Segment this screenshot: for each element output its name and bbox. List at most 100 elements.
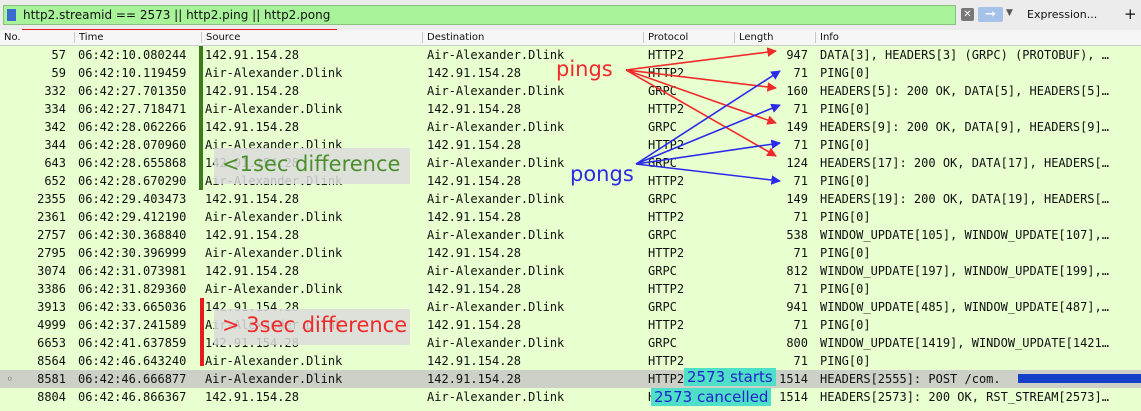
packet-proto-cell: HTTP2 xyxy=(648,318,685,332)
clear-filter-icon[interactable]: ✕ xyxy=(961,8,974,21)
packet-dst-cell: Air-Alexander.Dlink xyxy=(427,120,565,134)
packet-proto-cell: GRPC xyxy=(648,228,677,242)
packet-no-cell: 3386 xyxy=(37,282,66,296)
ping-arrow xyxy=(625,69,777,157)
packet-len-cell: 947 xyxy=(786,48,808,62)
packet-no-cell: 344 xyxy=(44,138,66,152)
packet-info-cell: HEADERS[2573]: 200 OK, RST_STREAM[2573]… xyxy=(820,390,1109,404)
column-header-no[interactable]: No. xyxy=(4,32,21,43)
packet-proto-cell: HTTP2 xyxy=(648,174,685,188)
red-marker-line xyxy=(200,298,204,366)
packet-proto-cell: HTTP2 xyxy=(648,48,685,62)
packet-info-cell: WINDOW_UPDATE[197], WINDOW_UPDATE[199],… xyxy=(820,264,1109,278)
packet-time-cell: 06:42:37.241589 xyxy=(78,318,187,332)
packet-len-cell: 538 xyxy=(786,228,808,242)
packet-src-cell: 142.91.154.28 xyxy=(205,192,299,206)
packet-info-cell: WINDOW_UPDATE[485], WINDOW_UPDATE[487],… xyxy=(820,300,1109,314)
column-header-protocol[interactable]: Protocol xyxy=(648,32,689,43)
packet-info-cell: DATA[3], HEADERS[3] (GRPC) (PROTOBUF), … xyxy=(820,48,1109,62)
packet-dst-cell: 142.91.154.28 xyxy=(427,282,521,296)
packet-time-cell: 06:42:46.866367 xyxy=(78,390,187,404)
ping-arrow xyxy=(625,47,777,71)
filter-history-chevron-down-icon[interactable]: ▼ xyxy=(1006,8,1013,18)
packet-no-cell: 643 xyxy=(44,156,66,170)
packet-proto-cell: GRPC xyxy=(648,120,677,134)
packet-dst-cell: 142.91.154.28 xyxy=(427,210,521,224)
pong-arrow xyxy=(635,103,781,165)
packet-proto-cell: HTTP2 xyxy=(648,210,685,224)
stream-starts-tag: 2573 starts xyxy=(684,368,776,386)
column-header-length[interactable]: Length xyxy=(739,32,774,43)
packet-no-cell: 3074 xyxy=(37,264,66,278)
packet-info-cell: PING[0] xyxy=(820,318,871,332)
pong-arrow xyxy=(635,163,781,185)
column-header-source[interactable]: Source xyxy=(206,32,241,43)
packet-len-cell: 800 xyxy=(786,336,808,350)
selected-row-marker-icon: ◦ xyxy=(6,372,14,386)
packet-time-cell: 06:42:28.070960 xyxy=(78,138,187,152)
packet-no-cell: 334 xyxy=(44,102,66,116)
packet-proto-cell: GRPC xyxy=(648,192,677,206)
packet-row[interactable]: 57 06:42:10.080244 142.91.154.28 Air-Alexan… xyxy=(0,46,1141,64)
packet-len-cell: 71 xyxy=(793,174,808,188)
packet-time-cell: 06:42:46.643240 xyxy=(78,354,187,368)
packet-proto-cell: GRPC xyxy=(648,300,677,314)
packet-dst-cell: 142.91.154.28 xyxy=(427,138,521,152)
packet-no-cell: 6653 xyxy=(37,336,66,350)
packet-time-cell: 06:42:29.403473 xyxy=(78,192,187,206)
packet-no-cell: 8581 xyxy=(37,372,66,386)
column-header-info[interactable]: Info xyxy=(820,32,839,43)
column-header-time[interactable]: Time xyxy=(79,32,104,43)
packet-dst-cell: Air-Alexander.Dlink xyxy=(427,192,565,206)
packet-time-cell: 06:42:10.119459 xyxy=(78,66,187,80)
packet-no-cell: 2355 xyxy=(37,192,66,206)
packet-no-cell: 57 xyxy=(51,48,66,62)
packet-dst-cell: Air-Alexander.Dlink xyxy=(427,84,565,98)
packet-dst-cell: 142.91.154.28 xyxy=(427,318,521,332)
packet-time-cell: 06:42:28.655868 xyxy=(78,156,187,170)
redaction-bar xyxy=(1018,374,1141,383)
packet-dst-cell: Air-Alexander.Dlink xyxy=(427,390,565,404)
apply-filter-button[interactable]: ➞ xyxy=(978,7,1003,22)
packet-time-cell: 06:42:10.080244 xyxy=(78,48,187,62)
packet-time-cell: 06:42:30.396999 xyxy=(78,246,187,260)
packet-dst-cell: 142.91.154.28 xyxy=(427,174,521,188)
add-filter-button[interactable]: + xyxy=(1124,5,1137,23)
packet-src-cell: 142.91.154.28 xyxy=(205,228,299,242)
packet-dst-cell: Air-Alexander.Dlink xyxy=(427,48,565,62)
packet-info-cell: HEADERS[2555]: POST /com. xyxy=(820,372,1001,386)
packet-src-cell: Air-Alexander.Dlink xyxy=(205,372,343,386)
packet-list-header: No. Time Source Destination Protocol Len… xyxy=(0,30,1141,46)
pong-arrow xyxy=(635,70,781,165)
packet-proto-cell: GRPC xyxy=(648,264,677,278)
display-filter-text[interactable]: http2.streamid == 2573 || http2.ping || … xyxy=(23,8,331,22)
packet-info-cell: PING[0] xyxy=(820,246,871,260)
packet-time-cell: 06:42:28.062266 xyxy=(78,120,187,134)
packet-proto-cell: HTTP2 xyxy=(648,102,685,116)
packet-src-cell: 142.91.154.28 xyxy=(205,120,299,134)
packet-dst-cell: Air-Alexander.Dlink xyxy=(427,228,565,242)
packet-dst-cell: 142.91.154.28 xyxy=(427,354,521,368)
display-filter-input[interactable]: http2.streamid == 2573 || http2.ping || … xyxy=(3,5,956,25)
column-header-destination[interactable]: Destination xyxy=(427,32,485,43)
packet-len-cell: 941 xyxy=(786,300,808,314)
expression-button[interactable]: Expression... xyxy=(1027,8,1098,21)
packet-len-cell: 71 xyxy=(793,102,808,116)
bookmark-icon[interactable] xyxy=(7,9,16,21)
packet-src-cell: 142.91.154.28 xyxy=(205,48,299,62)
packet-time-cell: 06:42:31.073981 xyxy=(78,264,187,278)
packet-row[interactable]: 2355 06:42:29.403473 142.91.154.28 Air-Alex… xyxy=(0,190,1141,208)
pong-arrow xyxy=(635,139,781,165)
packet-proto-cell: HTTP2 xyxy=(648,354,685,368)
